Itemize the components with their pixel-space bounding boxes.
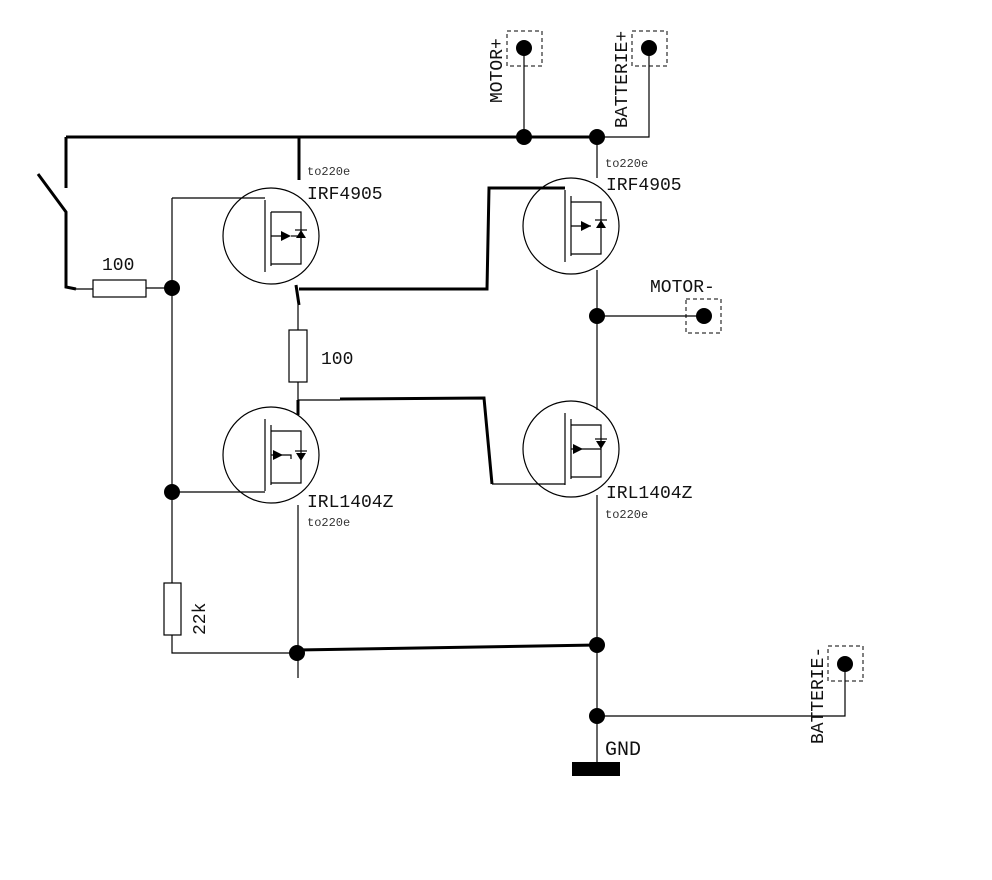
junction-dot [589,129,605,145]
q4-package: to220e [605,508,648,522]
q2-gate-wire [299,186,565,291]
q2-package: to220e [605,157,648,171]
bottom-bus-wire [296,643,598,652]
junction-dot [289,645,305,661]
ground-symbol [572,762,620,776]
q3-part: IRL1404Z [307,493,394,513]
mosfet-q3 [222,406,320,504]
q4-gate-wire-b [339,396,494,485]
terminal-motor-minus [685,298,722,334]
switch-blade [36,173,77,291]
terminal-motor-plus [506,30,543,67]
junctions [164,129,605,724]
resistor-pull [163,582,182,636]
resistor-mid-value: 100 [321,350,353,370]
mosfet-q4 [522,400,620,498]
resistor-mid [288,329,308,383]
resistor-pull-value: 22k [191,603,211,635]
q2-part: IRF4905 [606,176,682,196]
q1-package: to220e [307,165,350,179]
batterie-minus-lead [597,664,846,717]
junction-dot [589,308,605,324]
q3-package: to220e [307,516,350,530]
q4-part: IRL1404Z [606,484,693,504]
label-motor-plus: MOTOR+ [488,38,508,103]
mosfet-q1 [222,187,320,285]
q1-part: IRF4905 [307,185,383,205]
resistor-input-value: 100 [102,256,134,276]
mosfet-q2 [522,177,620,275]
label-batterie-minus: BATTERIE- [809,647,829,744]
label-gnd: GND [605,739,641,762]
junction-dot [164,484,180,500]
terminal-batterie-plus [631,30,668,67]
junction-dot [164,280,180,296]
terminal-batterie-minus [827,645,864,682]
resistor-input [92,279,147,298]
label-batterie-plus: BATTERIE+ [613,31,633,128]
junction-dot [589,637,605,653]
junction-dot [516,129,532,145]
q1-drain-kink [294,284,301,306]
wires [36,48,846,762]
pull-resistor-bottom [171,635,297,654]
label-motor-minus: MOTOR- [650,278,715,298]
junction-dot [589,708,605,724]
batterie-plus-lead [597,48,650,138]
